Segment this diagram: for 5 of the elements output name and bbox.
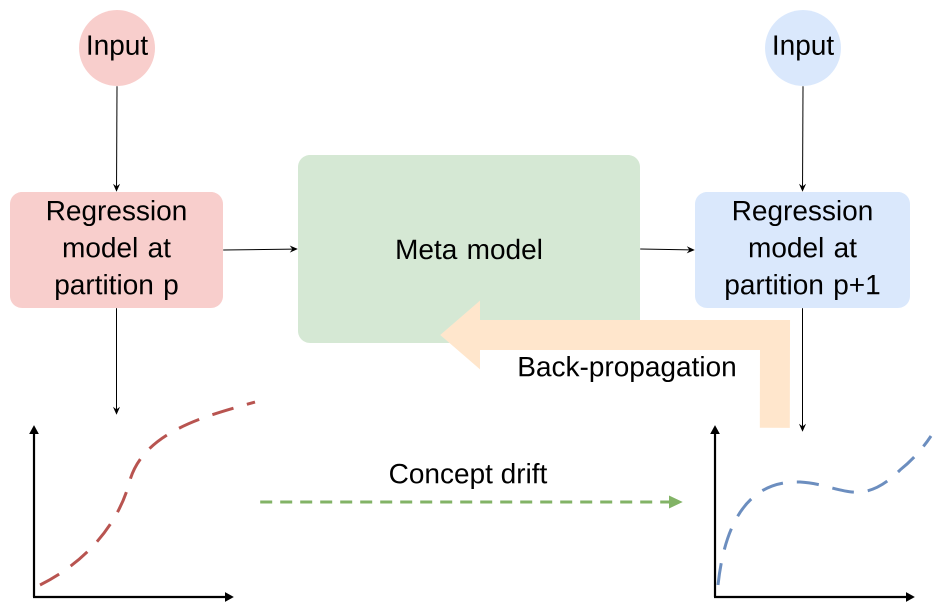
edge-label: Back-propagation — [520, 356, 735, 382]
model-box: Regression model at partition p+1 — [695, 192, 910, 308]
edge-label: Concept drift — [390, 462, 548, 490]
model-box: Regression model at partition p — [10, 192, 223, 308]
model-box: Meta model — [298, 155, 640, 343]
